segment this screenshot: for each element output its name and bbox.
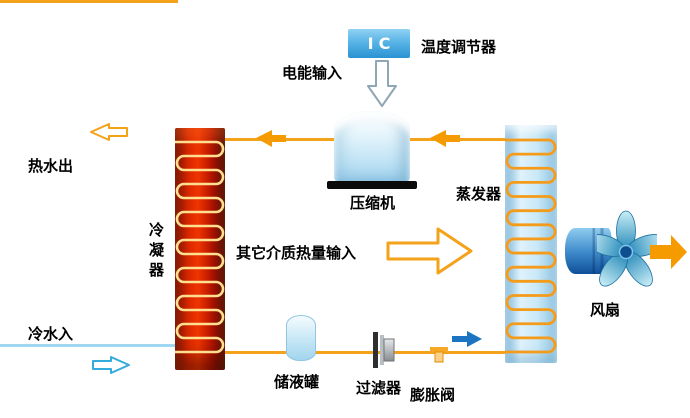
liquid-line-pipe: [222, 351, 508, 354]
refrigerant-flow-left-arrow-icon: [256, 130, 286, 147]
cold-water-in-arrow-icon: [92, 356, 130, 374]
evaporator-label: 蒸发器: [456, 185, 502, 203]
airflow-right-arrow-icon: [650, 235, 687, 269]
filter-body: [373, 332, 395, 368]
liquid-flow-right-arrow-icon: [452, 331, 482, 347]
expansion-valve-label: 膨胀阀: [410, 386, 456, 404]
compressor-body: [334, 111, 410, 182]
heat-input-arrow-icon: [386, 227, 473, 275]
storage-tank-label: 储液罐: [274, 373, 320, 391]
evaporator-coil-icon: [505, 138, 557, 354]
cold-water-in-label: 冷水入: [28, 325, 74, 343]
power-input-label: 电能输入: [282, 64, 343, 82]
filter-label: 过滤器: [356, 379, 402, 397]
condenser-panel: [175, 128, 225, 370]
cold-water-pipe: [0, 344, 178, 347]
fan-blades-icon: [597, 210, 657, 287]
compressor-base: [327, 181, 417, 189]
hot-water-pipe: [0, 0, 178, 3]
compressor-label: 压缩机: [350, 194, 396, 212]
heat-input-label: 其它介质热量输入: [236, 244, 357, 262]
storage-tank-body: [286, 315, 316, 361]
ic-chip-label: IC: [367, 34, 396, 53]
hot-water-out-arrow-icon: [90, 123, 128, 141]
expansion-valve-body: [430, 347, 448, 363]
refrigerant-flow-left-arrow-icon: [430, 130, 460, 147]
condenser-label: 冷凝器: [149, 221, 165, 279]
power-input-down-arrow-icon: [367, 60, 397, 107]
ic-controller-box: IC: [348, 29, 410, 58]
condenser-coil-icon: [175, 140, 225, 354]
evaporator-panel: [505, 125, 557, 363]
temperature-controller-label: 温度调节器: [421, 38, 497, 56]
hot-water-out-label: 热水出: [28, 157, 74, 175]
fan-label: 风扇: [590, 301, 621, 319]
